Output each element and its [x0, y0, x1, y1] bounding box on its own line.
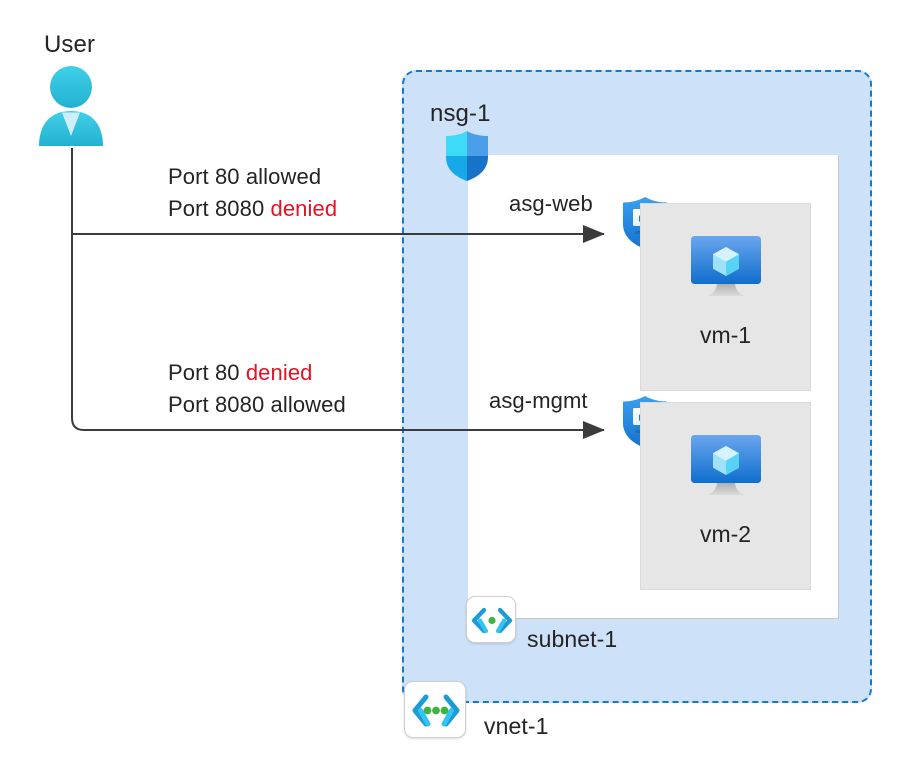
subnet-label: subnet-1: [527, 626, 618, 652]
rule-status: denied: [245, 360, 313, 385]
rule-text: Port 80: [168, 360, 246, 385]
virtual-network-icon: [404, 681, 466, 738]
rule-text: Port 8080: [168, 196, 271, 222]
virtual-machine-icon: [683, 232, 769, 308]
rule-label-asg-mgmt: Port 80 denied Port 8080 allowed: [168, 357, 346, 421]
rule-line: Port 8080 allowed: [168, 389, 346, 421]
vm-label: vm-1: [699, 322, 752, 348]
rule-label-asg-web: Port 80 allowed Port 8080 denied: [168, 161, 337, 225]
vm-card: vm-1: [640, 203, 811, 391]
rule-status: allowed: [270, 392, 346, 418]
user-label: User: [44, 31, 96, 58]
asg-mgmt-label: asg-mgmt: [489, 388, 588, 413]
virtual-machine-icon: [683, 431, 769, 507]
shield-icon: [444, 130, 490, 182]
nsg-label: nsg-1: [430, 100, 491, 127]
rule-line: Port 80 allowed: [168, 161, 337, 193]
subnet-icon: [466, 596, 516, 643]
asg-web-label: asg-web: [509, 191, 593, 216]
user-avatar-icon: [36, 64, 106, 148]
vnet-label: vnet-1: [484, 713, 549, 739]
vm-label: vm-2: [699, 521, 752, 547]
rule-line: Port 80 denied: [168, 357, 346, 389]
rule-text: Port 80: [168, 164, 246, 189]
vm-card: vm-2: [640, 402, 811, 590]
rule-status: denied: [270, 196, 338, 222]
rule-text: Port 8080: [168, 392, 271, 418]
rule-line: Port 8080 denied: [168, 193, 337, 225]
rule-status: allowed: [245, 164, 322, 189]
